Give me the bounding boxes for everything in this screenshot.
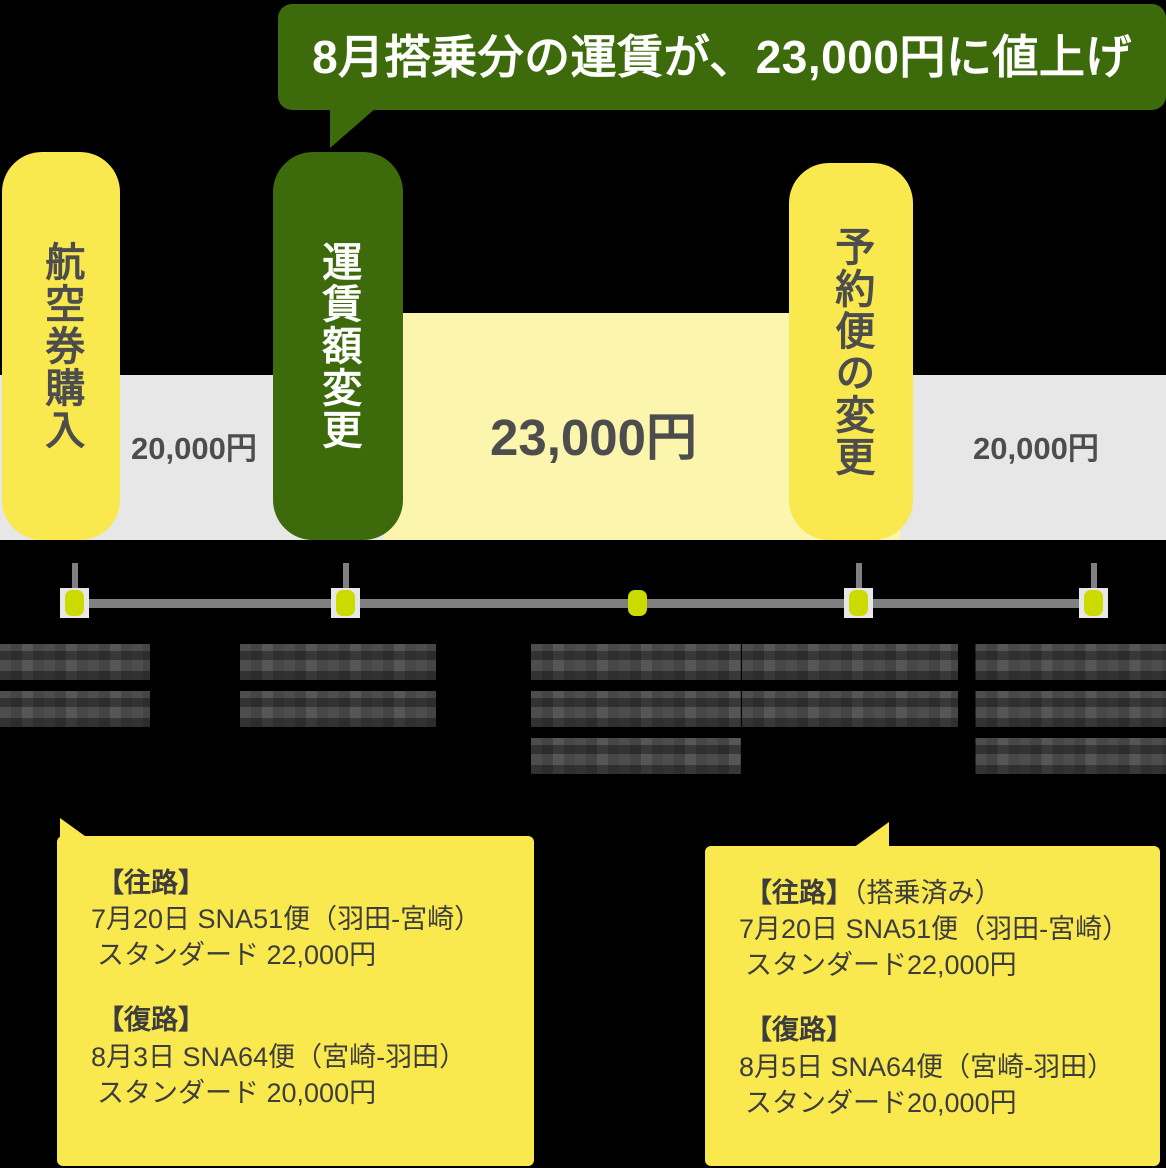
timeline-stem-4 bbox=[856, 563, 862, 603]
timeline-stem-1 bbox=[72, 563, 78, 603]
inbound-fare-before: スタンダード 20,000円 bbox=[97, 1077, 377, 1108]
inbound-flight-after: 8月5日 SNA64便（宮崎-羽田） bbox=[739, 1051, 1115, 1082]
timeline-dot-2 bbox=[336, 590, 355, 616]
outbound-heading-after-text: 【往路】 bbox=[745, 878, 853, 908]
timeline-label-3: 7月20日 往路搭乗 (搭乗) bbox=[531, 638, 741, 780]
timeline-label-5: 8月5日 復路搭乗 (搭乗) bbox=[975, 638, 1166, 780]
outbound-heading-after: 【往路】（搭乗済み） bbox=[739, 876, 1136, 911]
stage-label-ticket-purchase: 航空券購入 bbox=[39, 241, 84, 451]
stage-label-fare-amount-change: 運賃額変更 bbox=[316, 241, 361, 451]
timeline-label-3-line-1: 7月20日 bbox=[531, 638, 741, 685]
timeline-stem-5 bbox=[1091, 563, 1097, 603]
fare-amount-after: 20,000円 bbox=[973, 431, 1099, 466]
itinerary-spacer-after bbox=[739, 983, 1136, 1013]
timeline-label-4-line-1: 7月25日 bbox=[742, 638, 958, 685]
timeline-label-2: 6月15日 運賃変更 bbox=[240, 638, 436, 733]
timeline-dot-5 bbox=[1084, 590, 1103, 616]
timeline-label-5-line-1: 8月5日 bbox=[975, 638, 1166, 685]
timeline-dot-4 bbox=[849, 590, 868, 616]
timeline-dot-1 bbox=[65, 590, 84, 616]
itinerary-box-before: 【往路】 7月20日 SNA51便（羽田-宮崎） スタンダード 22,000円 … bbox=[57, 836, 534, 1166]
outbound-flight-after: 7月20日 SNA51便（羽田-宮崎） bbox=[739, 914, 1130, 945]
timeline-label-1: 6月1日 購入 bbox=[0, 638, 150, 733]
outbound-fare-after: スタンダード22,000円 bbox=[745, 950, 1017, 981]
outbound-note-after: （搭乗済み） bbox=[853, 878, 1002, 908]
itinerary-box-after: 【往路】（搭乗済み） 7月20日 SNA51便（羽田-宮崎） スタンダード22,… bbox=[705, 846, 1160, 1166]
timeline-dot-3 bbox=[628, 590, 647, 616]
inbound-flight-before: 8月3日 SNA64便（宮崎-羽田） bbox=[91, 1041, 467, 1072]
outbound-heading-before: 【往路】 bbox=[91, 866, 510, 901]
timeline-label-5-line-3: (搭乗) bbox=[975, 733, 1166, 780]
timeline-label-4: 7月25日 予約便変更 bbox=[742, 638, 958, 733]
headline-text: 8月搭乗分の運賃が、23,000円に値上げ bbox=[312, 31, 1132, 83]
inbound-heading-after: 【復路】 bbox=[745, 1015, 853, 1046]
speech-tail-right-icon bbox=[853, 822, 889, 848]
outbound-heading-before-text: 【往路】 bbox=[97, 868, 205, 898]
inbound-fare-after: スタンダード20,000円 bbox=[745, 1087, 1017, 1118]
stage-pill-ticket-purchase: 航空券購入 bbox=[2, 152, 120, 540]
fare-amount-before: 20,000円 bbox=[131, 431, 257, 466]
stage-pill-flight-reservation-change: 予約便の変更 bbox=[789, 163, 913, 540]
headline-callout: 8月搭乗分の運賃が、23,000円に値上げ bbox=[278, 4, 1166, 110]
outbound-fare-before: スタンダード 22,000円 bbox=[97, 940, 377, 971]
timeline-label-2-line-2: 運賃変更 bbox=[240, 685, 436, 732]
stage-label-flight-reservation-change: 予約便の変更 bbox=[829, 225, 874, 478]
outbound-flight-before: 7月20日 SNA51便（羽田-宮崎） bbox=[91, 904, 482, 935]
timeline-stem-2 bbox=[343, 563, 349, 603]
itinerary-spacer-before bbox=[91, 973, 510, 1003]
timeline-label-1-line-2: 購入 bbox=[0, 685, 150, 732]
timeline-label-3-line-2: 往路搭乗 bbox=[531, 685, 741, 732]
fare-amount-raised: 23,000円 bbox=[490, 409, 697, 466]
timeline-label-4-line-2: 予約便変更 bbox=[742, 685, 958, 732]
inbound-heading-before: 【復路】 bbox=[97, 1005, 205, 1036]
callout-tail-icon bbox=[330, 108, 376, 148]
fare-band-after bbox=[900, 375, 1166, 540]
timeline-label-2-line-1: 6月15日 bbox=[240, 638, 436, 685]
timeline-label-5-line-2: 復路搭乗 bbox=[975, 685, 1166, 732]
stage-pill-fare-amount-change: 運賃額変更 bbox=[273, 152, 403, 540]
timeline-axis bbox=[65, 599, 1084, 608]
timeline-label-3-line-3: (搭乗) bbox=[531, 733, 741, 780]
timeline-label-1-line-1: 6月1日 bbox=[0, 638, 150, 685]
